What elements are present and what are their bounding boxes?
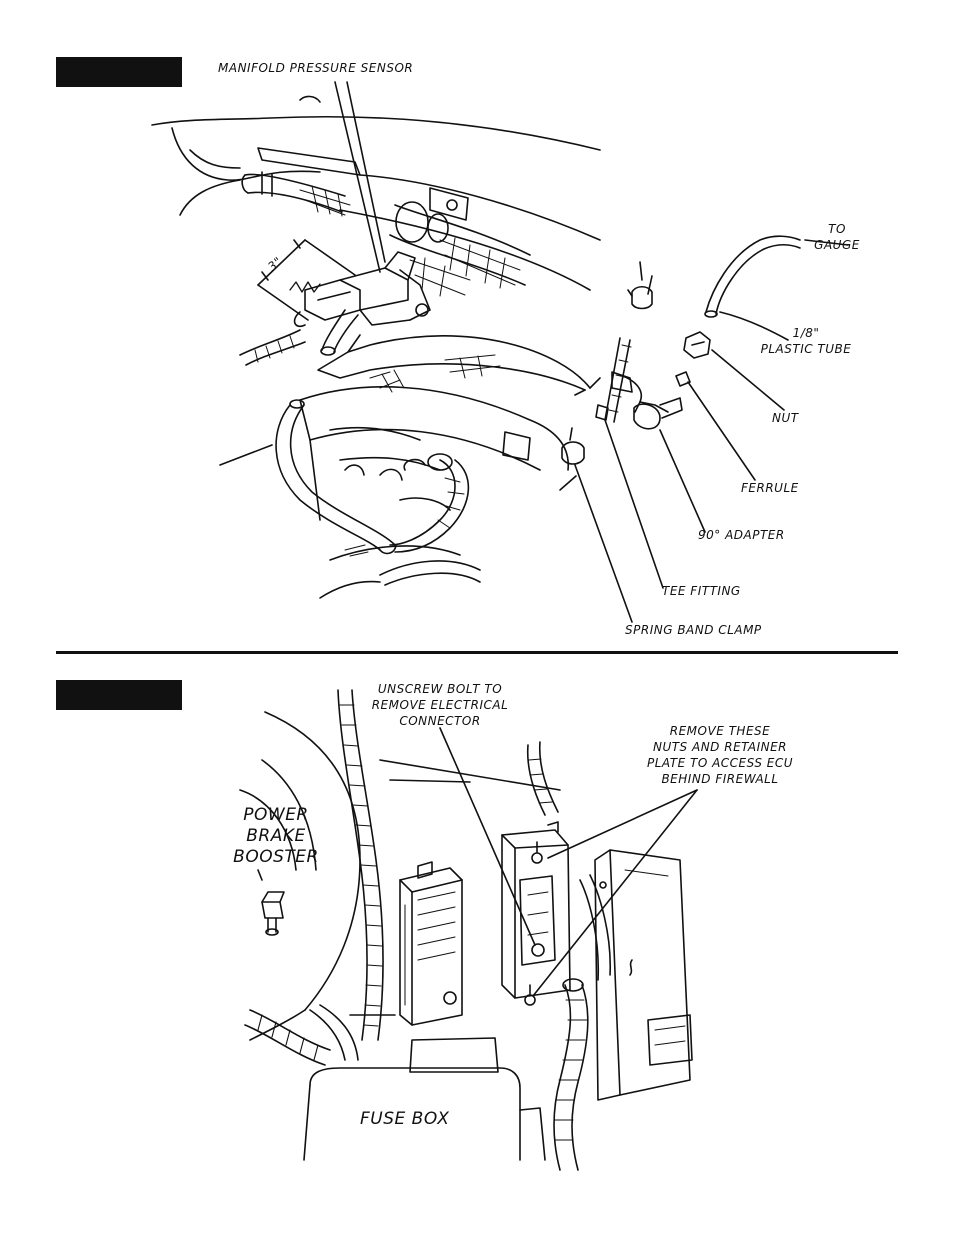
label-remove-line1: REMOVE THESE — [632, 723, 808, 739]
figure-2-drawing — [240, 690, 697, 1170]
label-90-adapter: 90° ADAPTER — [698, 527, 785, 543]
label-ferrule: FERRULE — [741, 480, 799, 496]
label-plastic-tube-line1: 1/8" — [750, 325, 862, 341]
label-nut: NUT — [772, 410, 799, 426]
label-booster-line2: BRAKE — [226, 826, 326, 847]
label-remove-line4: BEHIND FIREWALL — [632, 771, 808, 787]
label-to-gauge-line1: TO — [806, 221, 868, 237]
label-remove-nuts: REMOVE THESE NUTS AND RETAINER PLATE TO … — [632, 723, 808, 787]
label-plastic-tube: 1/8" PLASTIC TUBE — [750, 325, 862, 357]
label-to-gauge-line2: GAUGE — [806, 237, 868, 253]
label-to-gauge: TO GAUGE — [806, 221, 868, 253]
label-remove-line2: NUTS AND RETAINER — [632, 739, 808, 755]
label-unscrew-line3: CONNECTOR — [362, 713, 518, 729]
label-unscrew-line1: UNSCREW BOLT TO — [362, 681, 518, 697]
label-remove-line3: PLATE TO ACCESS ECU — [632, 755, 808, 771]
label-booster-line3: BOOSTER — [226, 847, 326, 868]
label-unscrew-bolt: UNSCREW BOLT TO REMOVE ELECTRICAL CONNEC… — [362, 681, 518, 729]
label-fuse-box: FUSE BOX — [360, 1109, 449, 1130]
label-manifold-pressure-sensor: MANIFOLD PRESSURE SENSOR — [218, 60, 413, 76]
label-booster-line1: POWER — [226, 805, 326, 826]
label-power-brake-booster: POWER BRAKE BOOSTER — [226, 805, 326, 868]
label-plastic-tube-line2: PLASTIC TUBE — [750, 341, 862, 357]
label-unscrew-line2: REMOVE ELECTRICAL — [362, 697, 518, 713]
label-tee-fitting: TEE FITTING — [662, 583, 741, 599]
label-spring-band-clamp: SPRING BAND CLAMP — [625, 622, 762, 638]
